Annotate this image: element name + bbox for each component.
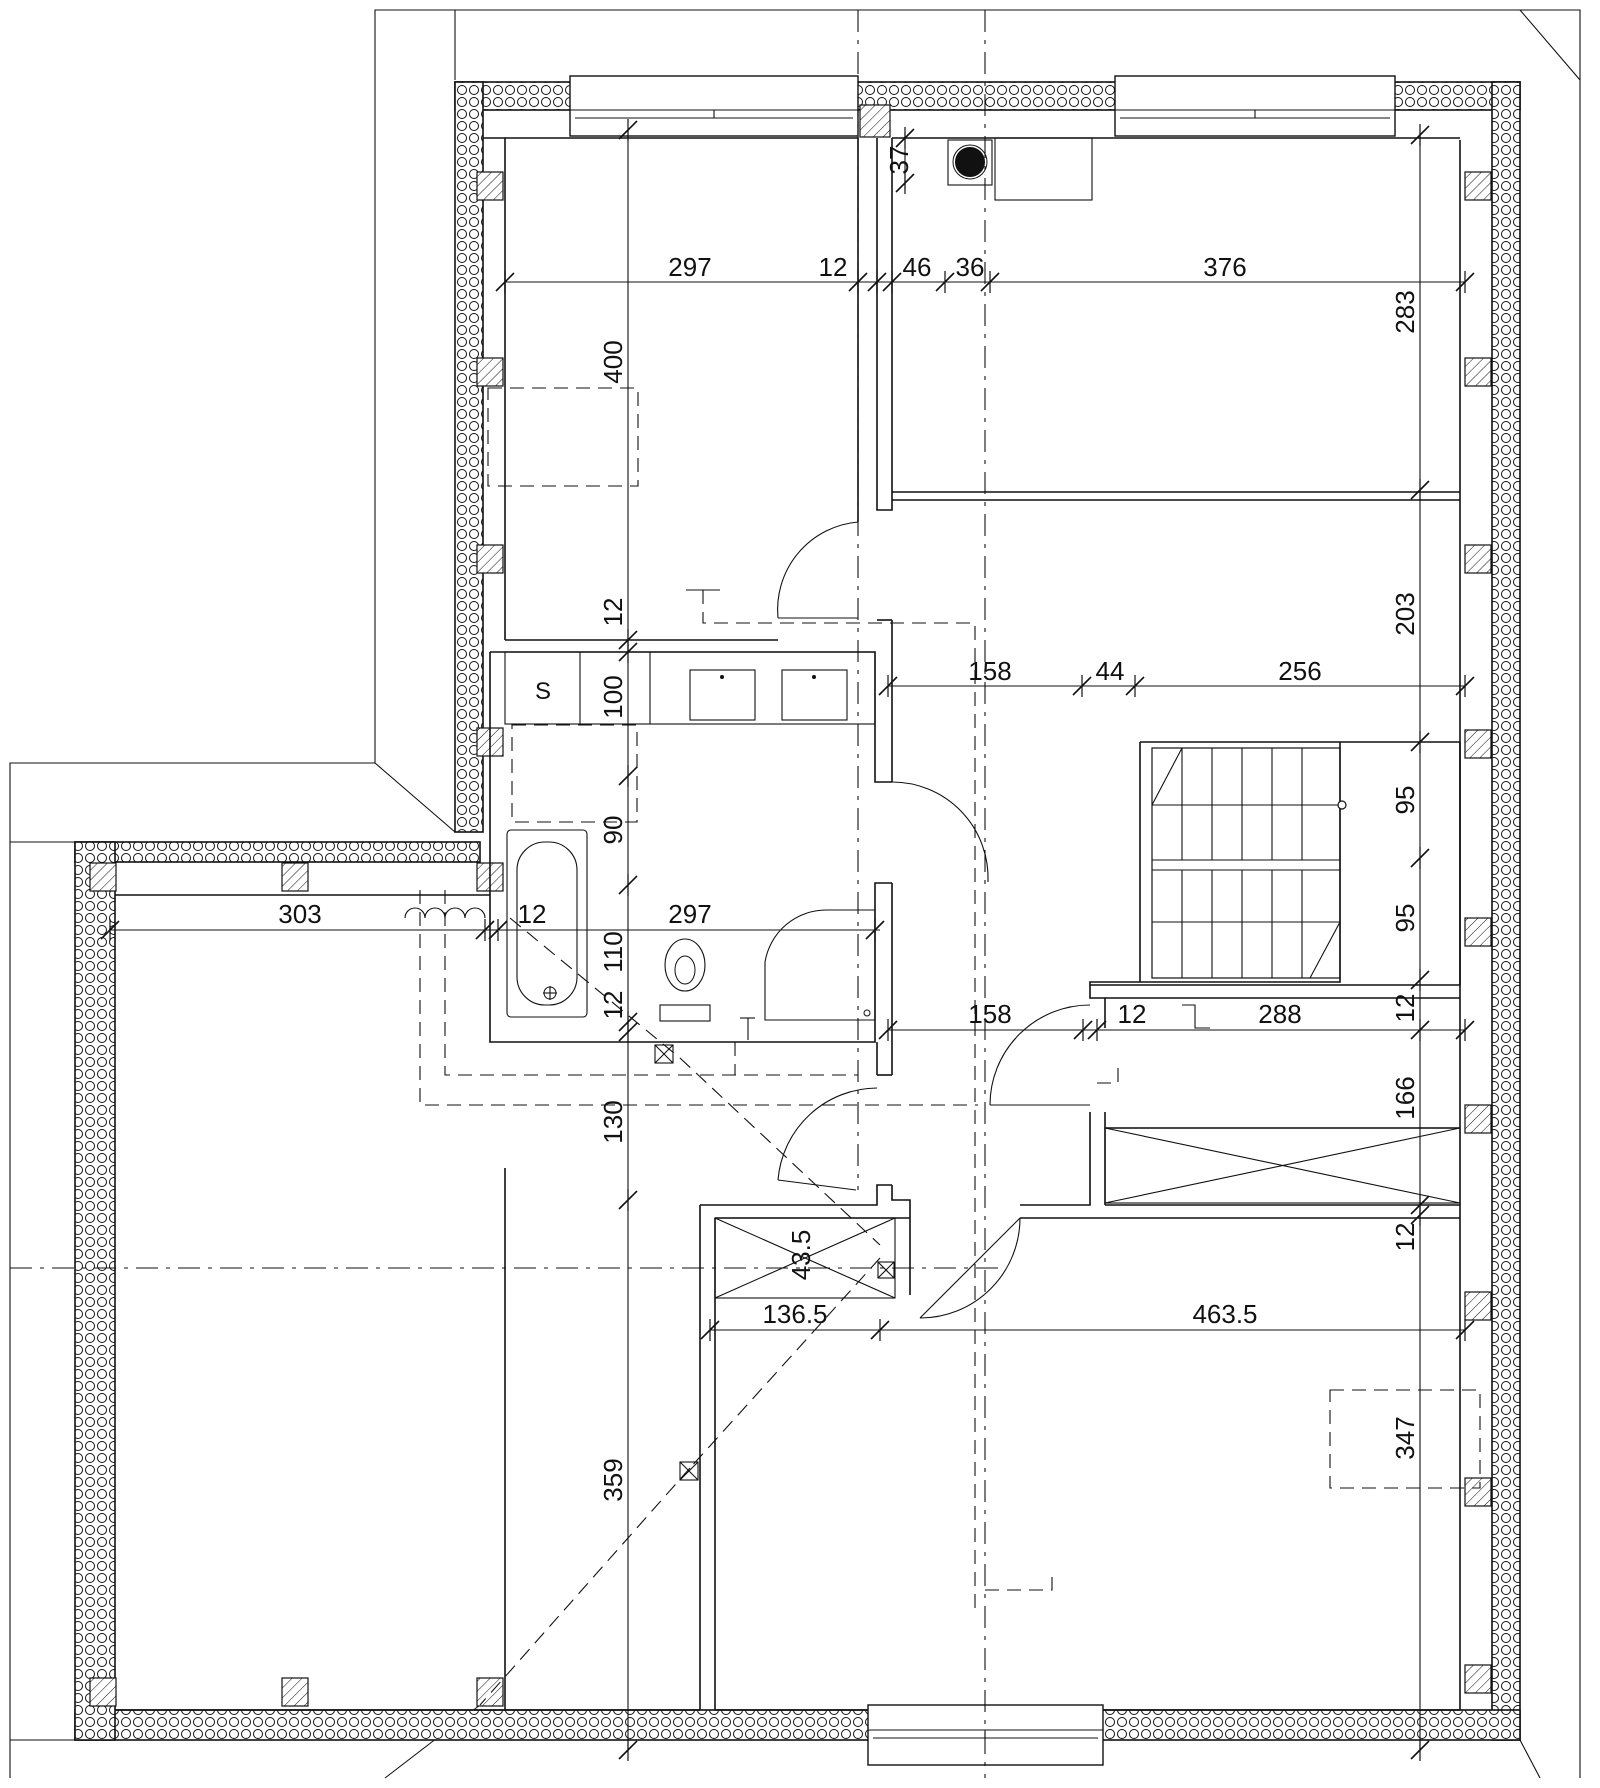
exterior-walls: [74, 81, 1521, 1741]
dim-v-400: 400: [598, 340, 628, 383]
window-top-right: [1114, 75, 1396, 137]
window-top-left: [569, 75, 859, 137]
bathroom-fixtures: [419, 651, 1119, 1106]
windows: [569, 75, 1396, 1766]
dim-top-46: 46: [903, 252, 932, 282]
dim-mid-12: 12: [1118, 999, 1147, 1029]
dim-v-12d: 12: [1390, 1223, 1420, 1252]
dim-v-100: 100: [598, 675, 628, 718]
dim-mid-158b: 158: [968, 999, 1011, 1029]
dim-v-12a: 12: [598, 598, 628, 627]
dimension-ticks: [100, 119, 1475, 1761]
shower-label: S: [535, 678, 551, 705]
dim-left-303: 303: [278, 899, 321, 929]
roof-outline: [9, 9, 1581, 1779]
dim-v-110: 110: [598, 931, 628, 972]
dim-v-95a: 95: [1390, 786, 1420, 815]
dim-v-359: 359: [598, 1458, 628, 1501]
dim-top-12: 12: [819, 252, 848, 282]
dim-v-203: 203: [1390, 592, 1420, 635]
dim-v-347: 347: [1390, 1416, 1420, 1459]
chimney: [947, 137, 1093, 201]
dim-v-43-5: 43.5: [786, 1230, 816, 1281]
dim-v-166: 166: [1390, 1076, 1420, 1119]
dim-low-463-5: 463.5: [1192, 1299, 1257, 1329]
dim-v-130: 130: [598, 1100, 628, 1143]
dim-mid-288: 288: [1258, 999, 1301, 1029]
dim-bath-297: 297: [668, 899, 711, 929]
dim-mid-256: 256: [1278, 656, 1321, 686]
dim-v-95b: 95: [1390, 904, 1420, 933]
dim-v-90: 90: [598, 816, 628, 845]
dim-top-297: 297: [668, 252, 711, 282]
dim-mid-158a: 158: [968, 656, 1011, 686]
flue-icon: [955, 147, 985, 177]
dim-top-36: 36: [956, 252, 985, 282]
dim-left-12: 12: [518, 899, 547, 929]
dim-flue-37: 37: [884, 146, 914, 175]
dim-mid-44: 44: [1096, 656, 1125, 686]
dimension-lines: [110, 130, 1465, 1750]
staircase: [1151, 747, 1347, 979]
radiator-symbols: [404, 907, 486, 919]
dim-low-136-5: 136.5: [762, 1299, 827, 1329]
dim-top-376: 376: [1203, 252, 1246, 282]
shafts: [654, 1044, 1461, 1481]
dim-v-12b: 12: [598, 991, 628, 1020]
doors: [777, 521, 1091, 1319]
dim-v-12c: 12: [1390, 994, 1420, 1023]
dim-v-283: 283: [1390, 290, 1420, 333]
dashed-elements: [10, 10, 1481, 1778]
dimension-texts: 297 12 46 36 376 37 400 283 203 12 100 9…: [278, 146, 1420, 1502]
